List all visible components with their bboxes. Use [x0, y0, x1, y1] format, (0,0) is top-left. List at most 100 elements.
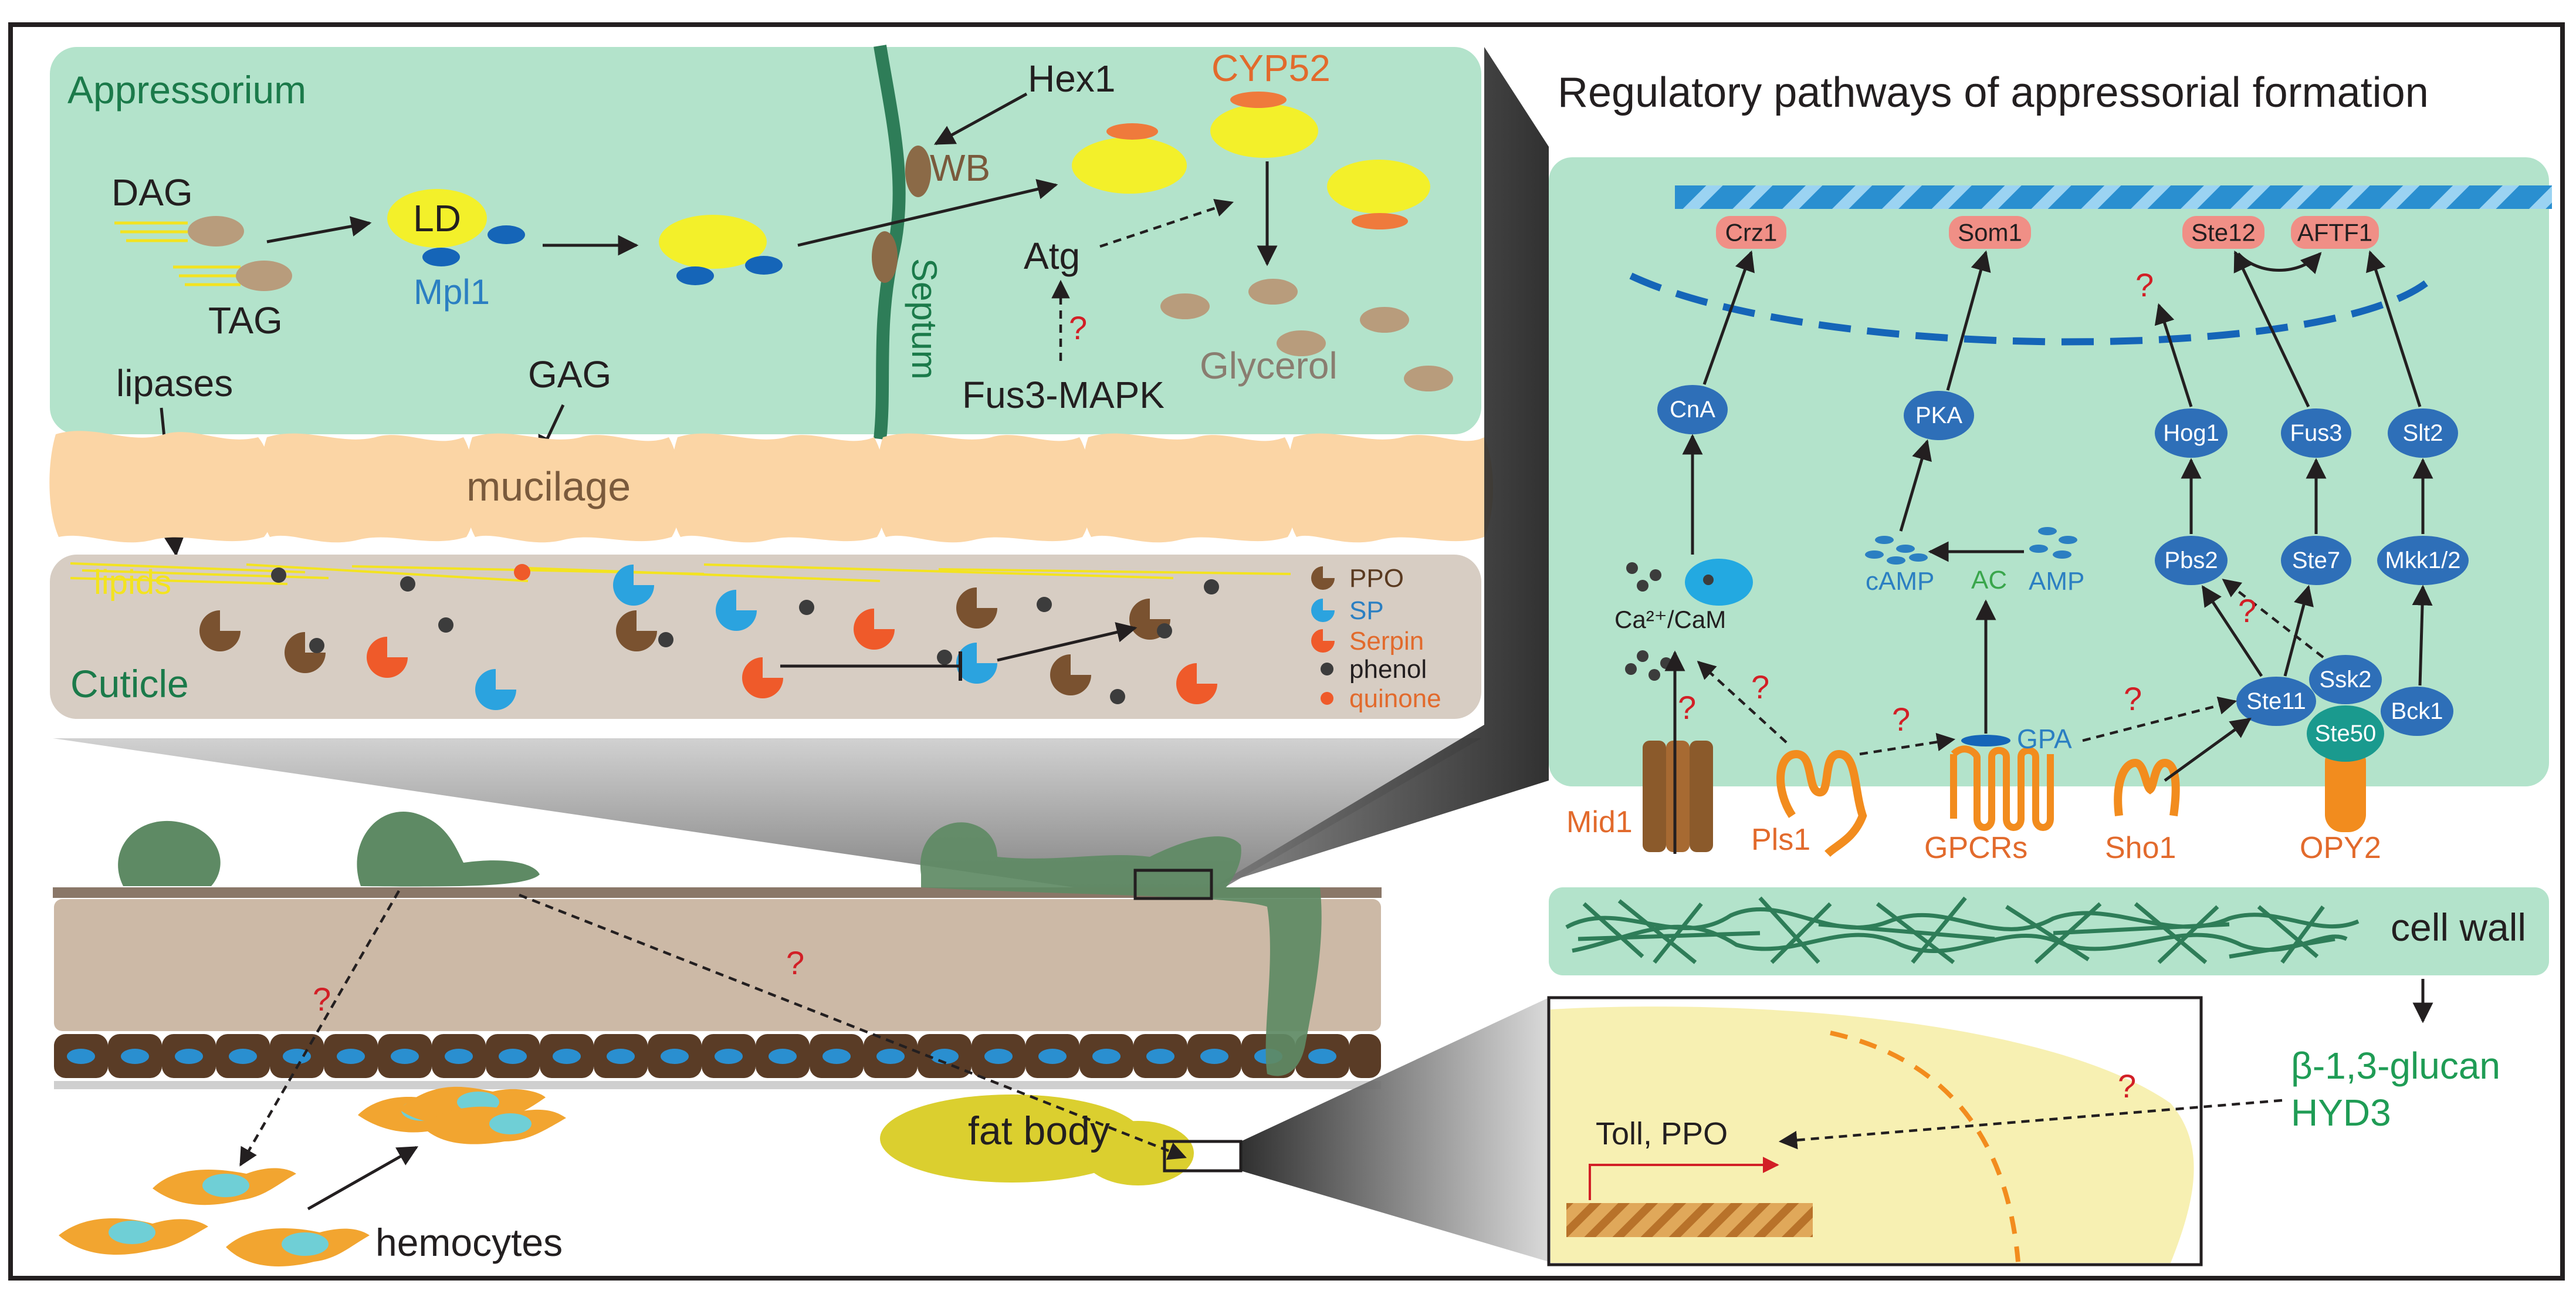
node-bck1 [2381, 687, 2453, 736]
fatbody-zoom-panel: Toll, PPO [1547, 996, 2203, 1266]
cuticle-legend: PPO SP Serpin phenol quinone [1311, 564, 1441, 713]
cuticle-molecules [199, 564, 1219, 710]
arrow-hemocytes-cluster [307, 1146, 419, 1211]
gpa-protein [1961, 735, 2010, 746]
arrow-pka-som1 [1946, 250, 1991, 391]
mpl1-label: Mpl1 [414, 272, 490, 312]
pathways-panel: Regulatory pathways of appressorial form… [1549, 69, 2552, 865]
node-pka [1904, 391, 1974, 440]
dag-droplet [114, 216, 244, 246]
mid1-label: Mid1 [1566, 805, 1633, 839]
nuclear-boundary [1830, 1031, 2020, 1262]
zoom-fan-left [53, 738, 1481, 897]
tf-aftf1-label: AFTF1 [2297, 219, 2372, 246]
mpl1-protein-4 [745, 256, 783, 275]
pathways-box [1549, 157, 2549, 786]
sho1-receptor [2114, 758, 2180, 816]
ld-label: LD [413, 197, 461, 239]
cyp52-droplet-2 [1210, 104, 1318, 158]
tf-crz1 [1716, 216, 1786, 249]
gpcrs-receptor [1950, 745, 2054, 831]
arrow-bck1-mkk12 [2412, 585, 2433, 686]
pls1-receptor [1776, 749, 1867, 857]
camp-dots [1865, 527, 2077, 565]
cyp52-label: CYP52 [1211, 47, 1331, 89]
fungal-spore [118, 820, 221, 886]
hex1-label: Hex1 [1028, 58, 1115, 100]
gag-label: GAG [528, 353, 611, 396]
epidermis-cells [54, 1034, 1381, 1078]
node-mkk12-label: Mkk1/2 [2385, 548, 2461, 573]
hemocyte-cluster [358, 1086, 566, 1144]
cuticle-title: Cuticle [70, 662, 189, 705]
amp-label: AMP [2029, 567, 2084, 596]
ac-label: AC [1971, 566, 2007, 594]
lipid-strands [70, 562, 1291, 585]
arrow-pls1-ca [1697, 660, 1788, 744]
tf-aftf1 [2291, 216, 2379, 249]
fungal-spore-germinating [357, 811, 540, 887]
mpl1-protein [422, 248, 460, 266]
node-slt2 [2388, 408, 2458, 458]
node-hog1 [2155, 408, 2228, 458]
question-ssk2: ? [2238, 592, 2256, 629]
node-ste7-label: Ste7 [2292, 548, 2340, 573]
cell-wall-label: cell wall [2391, 906, 2526, 949]
glucan-label: β-1,3-glucan [2291, 1045, 2500, 1087]
lipid-droplet [387, 189, 487, 248]
cyp52-protein-3 [1352, 213, 1408, 229]
cyp52-protein-2 [1230, 92, 1287, 108]
legend-serpin: Serpin [1349, 627, 1424, 656]
zoom-box-appressorium [1133, 869, 1213, 900]
sho1-label: Sho1 [2105, 831, 2176, 865]
pls1-label: Pls1 [1751, 823, 1810, 857]
wb-label: WB [930, 147, 990, 189]
node-pka-label: PKA [1915, 403, 1962, 428]
arrow-hex1-wb [933, 92, 1028, 146]
node-mkk12 [2377, 536, 2469, 585]
arrow-sp-ppo [997, 622, 1138, 662]
mpl1-protein-3 [676, 266, 714, 285]
dna-helix [1566, 1203, 1813, 1237]
wb-body [905, 146, 931, 197]
glycerol-blob-5 [1404, 366, 1453, 391]
node-bck1-label: Bck1 [2391, 698, 2443, 724]
legend-sp: SP [1349, 596, 1384, 625]
question-pls1-ca: ? [1751, 668, 1769, 705]
node-fus3 [2281, 408, 2351, 458]
fus3-mapk-label: Fus3-MAPK [962, 374, 1165, 416]
appressorium-panel: Appressorium Septum DAG TAG LD Mpl1 [50, 45, 1481, 557]
tag-label: TAG [208, 299, 283, 342]
legend-phenol: phenol [1349, 655, 1427, 684]
node-ste50 [2307, 705, 2384, 762]
cytoskeleton-filament [1675, 185, 2552, 209]
dag-label: DAG [111, 171, 193, 214]
node-slt2-label: Slt2 [2403, 420, 2443, 446]
question-fatbody: ? [786, 944, 804, 981]
lipases-label: lipases [116, 362, 233, 404]
tf-som1 [1949, 216, 2031, 249]
mpl1-protein-2 [488, 225, 525, 244]
tf-ste12 [2182, 216, 2264, 249]
question-glucan-toll: ? [2118, 1067, 2136, 1104]
pathways-title: Regulatory pathways of appressorial form… [1558, 69, 2429, 116]
cyp52-protein [1106, 123, 1158, 140]
arrow-dag-ld [266, 216, 372, 244]
legend-ppo: PPO [1349, 564, 1404, 593]
camp-label: cAMP [1866, 567, 1934, 596]
node-hog1-label: Hog1 [2163, 420, 2219, 446]
question-hemocytes: ? [313, 981, 331, 1018]
question-hog1: ? [2135, 266, 2154, 303]
cuticle-panel: lipids Cuticle [50, 555, 1481, 719]
node-ste11 [2236, 677, 2316, 726]
basement-membrane [54, 1081, 1381, 1089]
gene-promoter-arrow [1589, 1157, 1779, 1200]
node-fus3-label: Fus3 [2290, 420, 2343, 446]
cyp52-droplet-3 [1327, 160, 1430, 214]
arrow-slt2-aftf1 [2366, 250, 2422, 407]
arrow-droplet-crossing [797, 179, 1058, 247]
fungal-hypha-penetrating [920, 822, 1322, 1076]
gpcrs-label: GPCRs [1924, 831, 2027, 865]
cam-protein [1685, 559, 1753, 606]
nuclear-envelope [1629, 272, 2438, 346]
